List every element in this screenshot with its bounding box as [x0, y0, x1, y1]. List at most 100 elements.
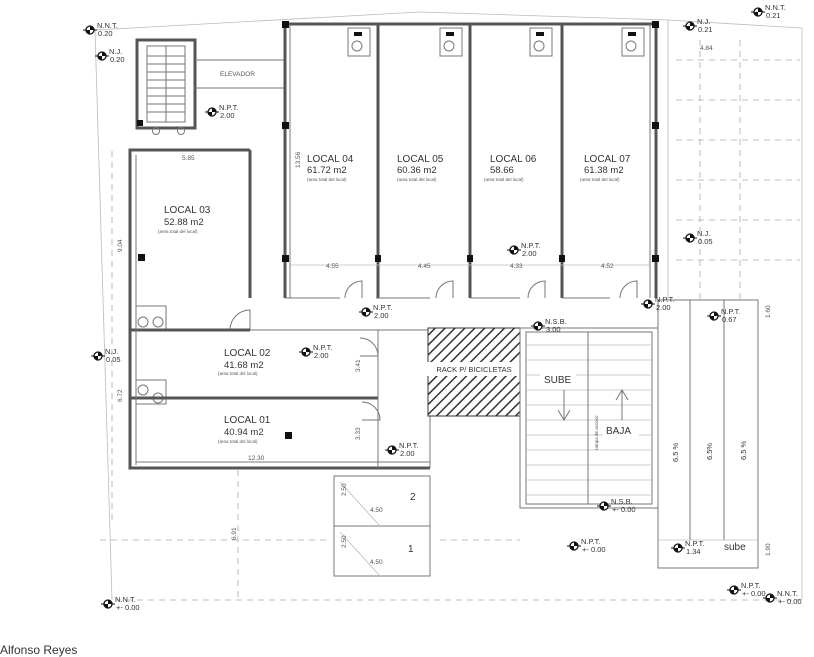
- svg-text:2.50: 2.50: [341, 535, 348, 548]
- elevator-core: [135, 38, 285, 135]
- svg-text:52.88 m2: 52.88 m2: [164, 217, 204, 228]
- toilet-icons: [135, 27, 645, 405]
- svg-text:1.90: 1.90: [765, 543, 772, 556]
- level-marker-npt-bottom-2: N.P.T.+- 0.00: [567, 537, 606, 554]
- svg-text:(area total del local): (area total del local): [218, 439, 258, 444]
- svg-text:(area total del local): (area total del local): [397, 177, 437, 182]
- svg-text:LOCAL 07: LOCAL 07: [584, 154, 631, 165]
- level-value: 2.00: [220, 111, 235, 120]
- svg-text:3.41: 3.41: [355, 359, 362, 372]
- level-value: 1.34: [686, 547, 701, 556]
- level-tag: N.P.T.: [685, 539, 704, 548]
- slope-label-2: 6.5%: [705, 443, 714, 460]
- level-value: 0.20: [98, 29, 113, 38]
- bike-rack-label: RACK P/ BICICLETAS: [436, 365, 511, 374]
- level-tag: N.J.: [109, 47, 122, 56]
- level-tag: N.J.: [105, 347, 118, 356]
- level-tag: N.P.T.: [313, 343, 332, 352]
- level-value: 0.67: [722, 315, 737, 324]
- level-marker-npt-right-1: N.P.T.2.00: [641, 295, 674, 312]
- level-value: 0.05: [698, 237, 713, 246]
- ramp-down-label: BAJA: [606, 426, 631, 437]
- level-value: 2.00: [374, 311, 389, 320]
- level-value: +- 0.00: [612, 505, 636, 514]
- unit-label-local-04: LOCAL 04 61.72 m2 (area total del local): [307, 154, 354, 182]
- svg-text:5.85: 5.85: [182, 155, 195, 162]
- svg-text:(area total del local): (area total del local): [580, 177, 620, 182]
- level-marker-nnt-top-right: N.N.T.0.21: [751, 3, 786, 20]
- level-value: 2.00: [400, 449, 415, 458]
- level-tag: N.P.T.: [581, 537, 600, 546]
- svg-text:61.72 m2: 61.72 m2: [307, 165, 347, 176]
- level-marker-npt-corridor: N.P.T.2.00: [359, 303, 392, 320]
- level-value: 2.00: [522, 249, 537, 258]
- svg-text:4.33: 4.33: [510, 263, 523, 270]
- svg-text:(area total del local): (area total del local): [484, 177, 524, 182]
- svg-text:LOCAL 06: LOCAL 06: [490, 154, 537, 165]
- svg-text:4.55: 4.55: [326, 263, 339, 270]
- ramp-note: rampa de acceso: [594, 415, 599, 450]
- level-marker-nj-right: N.J.0.05: [683, 229, 713, 246]
- level-marker-npt-side: N.P.T.1.34: [671, 539, 704, 556]
- level-marker-npt-local02: N.P.T.2.00: [299, 343, 332, 360]
- svg-text:6.91: 6.91: [231, 527, 238, 540]
- caption: Alfonso Reyes: [0, 643, 78, 657]
- level-value: 0.20: [110, 55, 125, 64]
- parking-area: [333, 475, 431, 577]
- floor-plan: ELEVADOR: [83, 3, 803, 612]
- level-marker-nsb-top: N.S.B.3.00: [531, 317, 567, 334]
- svg-text:(area total del local): (area total del local): [218, 371, 258, 376]
- level-tag: N.N.T.: [777, 589, 798, 598]
- level-value: 2.00: [314, 351, 329, 360]
- unit-label-local-03: LOCAL 03 52.88 m2 (area total del local): [158, 205, 211, 234]
- level-value: 0.21: [766, 11, 781, 20]
- svg-text:LOCAL 05: LOCAL 05: [397, 154, 444, 165]
- level-tag: N.P.T.: [219, 103, 238, 112]
- level-marker-nnt-bottom-left: N.N.T.+- 0.00: [101, 595, 140, 612]
- ramp-up-label: SUBE: [544, 375, 572, 386]
- main-ramp: [519, 327, 659, 509]
- svg-text:13.56: 13.56: [295, 151, 302, 168]
- svg-text:3.33: 3.33: [355, 427, 362, 440]
- level-tag: N.P.T.: [373, 303, 392, 312]
- level-value: +- 0.00: [116, 603, 140, 612]
- svg-text:4.84: 4.84: [700, 45, 713, 52]
- columns: [138, 21, 659, 439]
- level-marker-npt-bottom: N.P.T.2.00: [385, 441, 418, 458]
- parking-number-1: 1: [408, 544, 414, 555]
- side-ramp-label: sube: [724, 542, 746, 553]
- level-marker-nj-left: N.J.0.05: [91, 347, 121, 364]
- unit-label-local-01: LOCAL 01 40.94 m2 (area total del local): [218, 415, 271, 444]
- parking-number-2: 2: [410, 492, 416, 503]
- svg-text:(area total del local): (area total del local): [307, 177, 347, 182]
- level-value: 0.05: [106, 355, 121, 364]
- svg-text:4.45: 4.45: [418, 263, 431, 270]
- level-value: 2.00: [656, 303, 671, 312]
- level-marker-npt-elevator: N.P.T.2.00: [205, 103, 238, 120]
- level-value: +- 0.00: [778, 597, 802, 606]
- svg-text:4.50: 4.50: [370, 559, 383, 566]
- level-marker-nsb-bottom: N.S.B.+- 0.00: [597, 497, 636, 514]
- unit-label-local-06: LOCAL 06 58.66 (area total del local): [484, 154, 537, 182]
- level-tag: N.N.T.: [765, 3, 786, 12]
- level-tag: N.P.T.: [399, 441, 418, 450]
- level-tag: N.P.T.: [741, 581, 760, 590]
- dimension-labels: 5.85 9.04 13.56 4.55 4.45 4.33 4.52 12.3…: [117, 45, 772, 566]
- svg-text:LOCAL 02: LOCAL 02: [224, 348, 271, 359]
- level-value: +- 0.00: [742, 589, 766, 598]
- level-value: +- 0.00: [582, 545, 606, 554]
- level-tag: N.P.T.: [721, 307, 740, 316]
- level-tag: N.P.T.: [521, 241, 540, 250]
- site-boundary: [94, 11, 803, 601]
- unit-label-local-05: LOCAL 05 60.36 m2 (area total del local): [397, 154, 444, 182]
- level-tag: N.J.: [697, 17, 710, 26]
- side-ramps: [657, 299, 759, 569]
- svg-text:4.52: 4.52: [601, 263, 614, 270]
- unit-label-local-07: LOCAL 07 61.38 m2 (area total del local): [580, 154, 631, 182]
- svg-text:LOCAL 04: LOCAL 04: [307, 154, 354, 165]
- svg-text:(area total del local): (area total del local): [158, 229, 198, 234]
- level-marker-npt-br: N.P.T.+- 0.00: [727, 581, 766, 598]
- elevator-label: ELEVADOR: [220, 71, 255, 78]
- level-markers: N.N.T.0.20N.J.0.20N.P.T.2.00N.J.0.21N.N.…: [83, 3, 802, 612]
- svg-text:41.68 m2: 41.68 m2: [224, 360, 264, 371]
